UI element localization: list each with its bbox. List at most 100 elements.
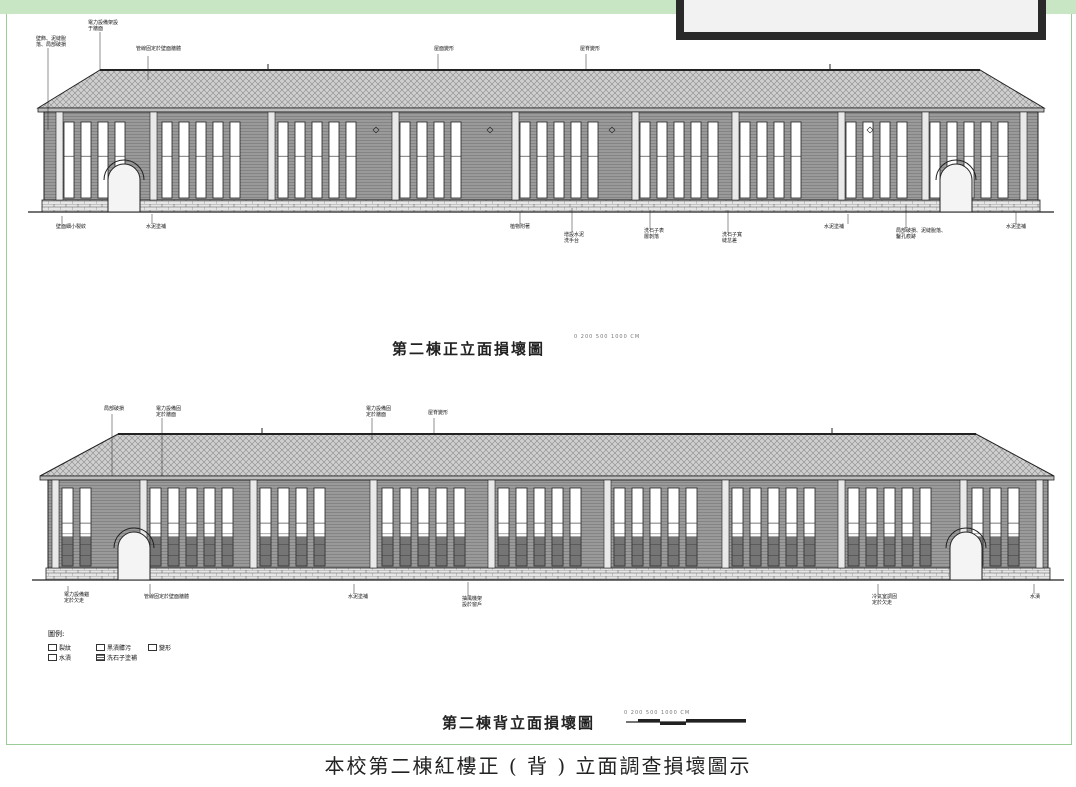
window — [929, 121, 941, 199]
window — [536, 121, 548, 199]
annotation: 洗石子寬 縫怠差 — [722, 232, 743, 244]
roof — [39, 433, 1055, 477]
window-shade — [296, 536, 307, 566]
ornament — [486, 126, 494, 134]
window — [845, 121, 857, 199]
wall — [47, 479, 1049, 569]
window — [178, 121, 190, 199]
arched-entrance — [939, 163, 973, 213]
pilaster — [1035, 479, 1044, 569]
window — [161, 121, 173, 199]
annotation: 電力設備固 定於牆面 — [156, 406, 182, 418]
pilaster — [1019, 111, 1028, 201]
pilaster — [51, 479, 60, 569]
legend-item: 黑漬髒污 — [96, 643, 131, 652]
window-shade — [186, 536, 197, 566]
window — [656, 121, 668, 199]
window — [639, 121, 651, 199]
window-shade — [260, 536, 271, 566]
window-shade — [866, 536, 877, 566]
photo-inset — [676, 0, 1046, 40]
arched-entrance — [107, 163, 141, 213]
window — [212, 121, 224, 199]
window-shade — [534, 536, 545, 566]
pilaster — [487, 479, 496, 569]
arch-molding — [113, 527, 155, 549]
window-shade — [454, 536, 465, 566]
scale-bar-segment — [638, 719, 660, 722]
annotation: 水泥塗補 — [348, 594, 369, 600]
window — [80, 121, 92, 199]
window-shade — [1008, 536, 1019, 566]
window-shade — [150, 536, 161, 566]
window-shade — [570, 536, 581, 566]
pilaster — [149, 111, 158, 201]
window-shade — [902, 536, 913, 566]
window-shade — [436, 536, 447, 566]
figure-caption: 本校第二棟紅樓正 ( 背 ) 立面調查損壞圖示 — [324, 754, 752, 778]
window-shade — [400, 536, 411, 566]
legend-label: 裂紋 — [59, 645, 72, 652]
window-shade — [382, 536, 393, 566]
window — [587, 121, 599, 199]
window — [739, 121, 751, 199]
window-shade — [990, 536, 1001, 566]
annotation: 水泥塗補 — [146, 224, 167, 230]
window — [997, 121, 1009, 199]
arch-molding — [945, 527, 987, 549]
front-scale-label: 0 200 500 1000 CM — [574, 334, 641, 340]
foundation — [45, 567, 1051, 581]
window-shade — [768, 536, 779, 566]
window — [416, 121, 428, 199]
window-shade — [686, 536, 697, 566]
window-shade — [418, 536, 429, 566]
annotation: 管線固定於壁面牆體 — [136, 46, 182, 52]
window — [570, 121, 582, 199]
window — [229, 121, 241, 199]
window-shade — [668, 536, 679, 566]
pilaster — [267, 111, 276, 201]
annotation: 植物附著 — [510, 224, 531, 230]
window — [980, 121, 992, 199]
pilaster — [921, 111, 930, 201]
window-shade — [80, 536, 91, 566]
pilaster — [837, 111, 846, 201]
window-shade — [732, 536, 743, 566]
pilaster — [837, 479, 846, 569]
pilaster — [55, 111, 64, 201]
legend-swatch — [48, 644, 57, 651]
window-shade — [750, 536, 761, 566]
annotation: 管線固定於壁面牆體 — [144, 594, 190, 600]
window-shade — [314, 536, 325, 566]
window-shade — [786, 536, 797, 566]
annotation: 冷氣室調固 定於欠走 — [872, 594, 898, 606]
window — [707, 121, 719, 199]
annotation: 水泥塗補 — [824, 224, 845, 230]
annotation: 屋面變形 — [434, 46, 455, 52]
legend-label: 洗石子塗補 — [107, 655, 138, 662]
window — [294, 121, 306, 199]
annotation: 局部破損、泥縫脫落、 鑿孔痕跡 — [896, 228, 947, 240]
window — [399, 121, 411, 199]
annotation: 屋脊變形 — [580, 46, 601, 52]
eave — [39, 475, 1055, 481]
window-shade — [884, 536, 895, 566]
legend-item: 洗石子塗補 — [96, 653, 137, 662]
arch-molding — [103, 159, 145, 181]
annotation: 壁面細小裂紋 — [56, 224, 87, 230]
arched-entrance — [949, 531, 983, 581]
annotation: 洗石子表 層剝落 — [644, 228, 665, 240]
arched-entrance — [117, 531, 151, 581]
window-shade — [804, 536, 815, 566]
legend-swatch — [96, 654, 105, 661]
scale-bar-segment — [660, 722, 686, 725]
window-shade — [168, 536, 179, 566]
legend-label: 水漬 — [59, 655, 72, 662]
legend-label: 變形 — [159, 645, 172, 652]
annotation: 水漬 — [1030, 594, 1041, 600]
pilaster — [721, 479, 730, 569]
window-shade — [552, 536, 563, 566]
window — [896, 121, 908, 199]
window-shade — [614, 536, 625, 566]
window-shade — [222, 536, 233, 566]
